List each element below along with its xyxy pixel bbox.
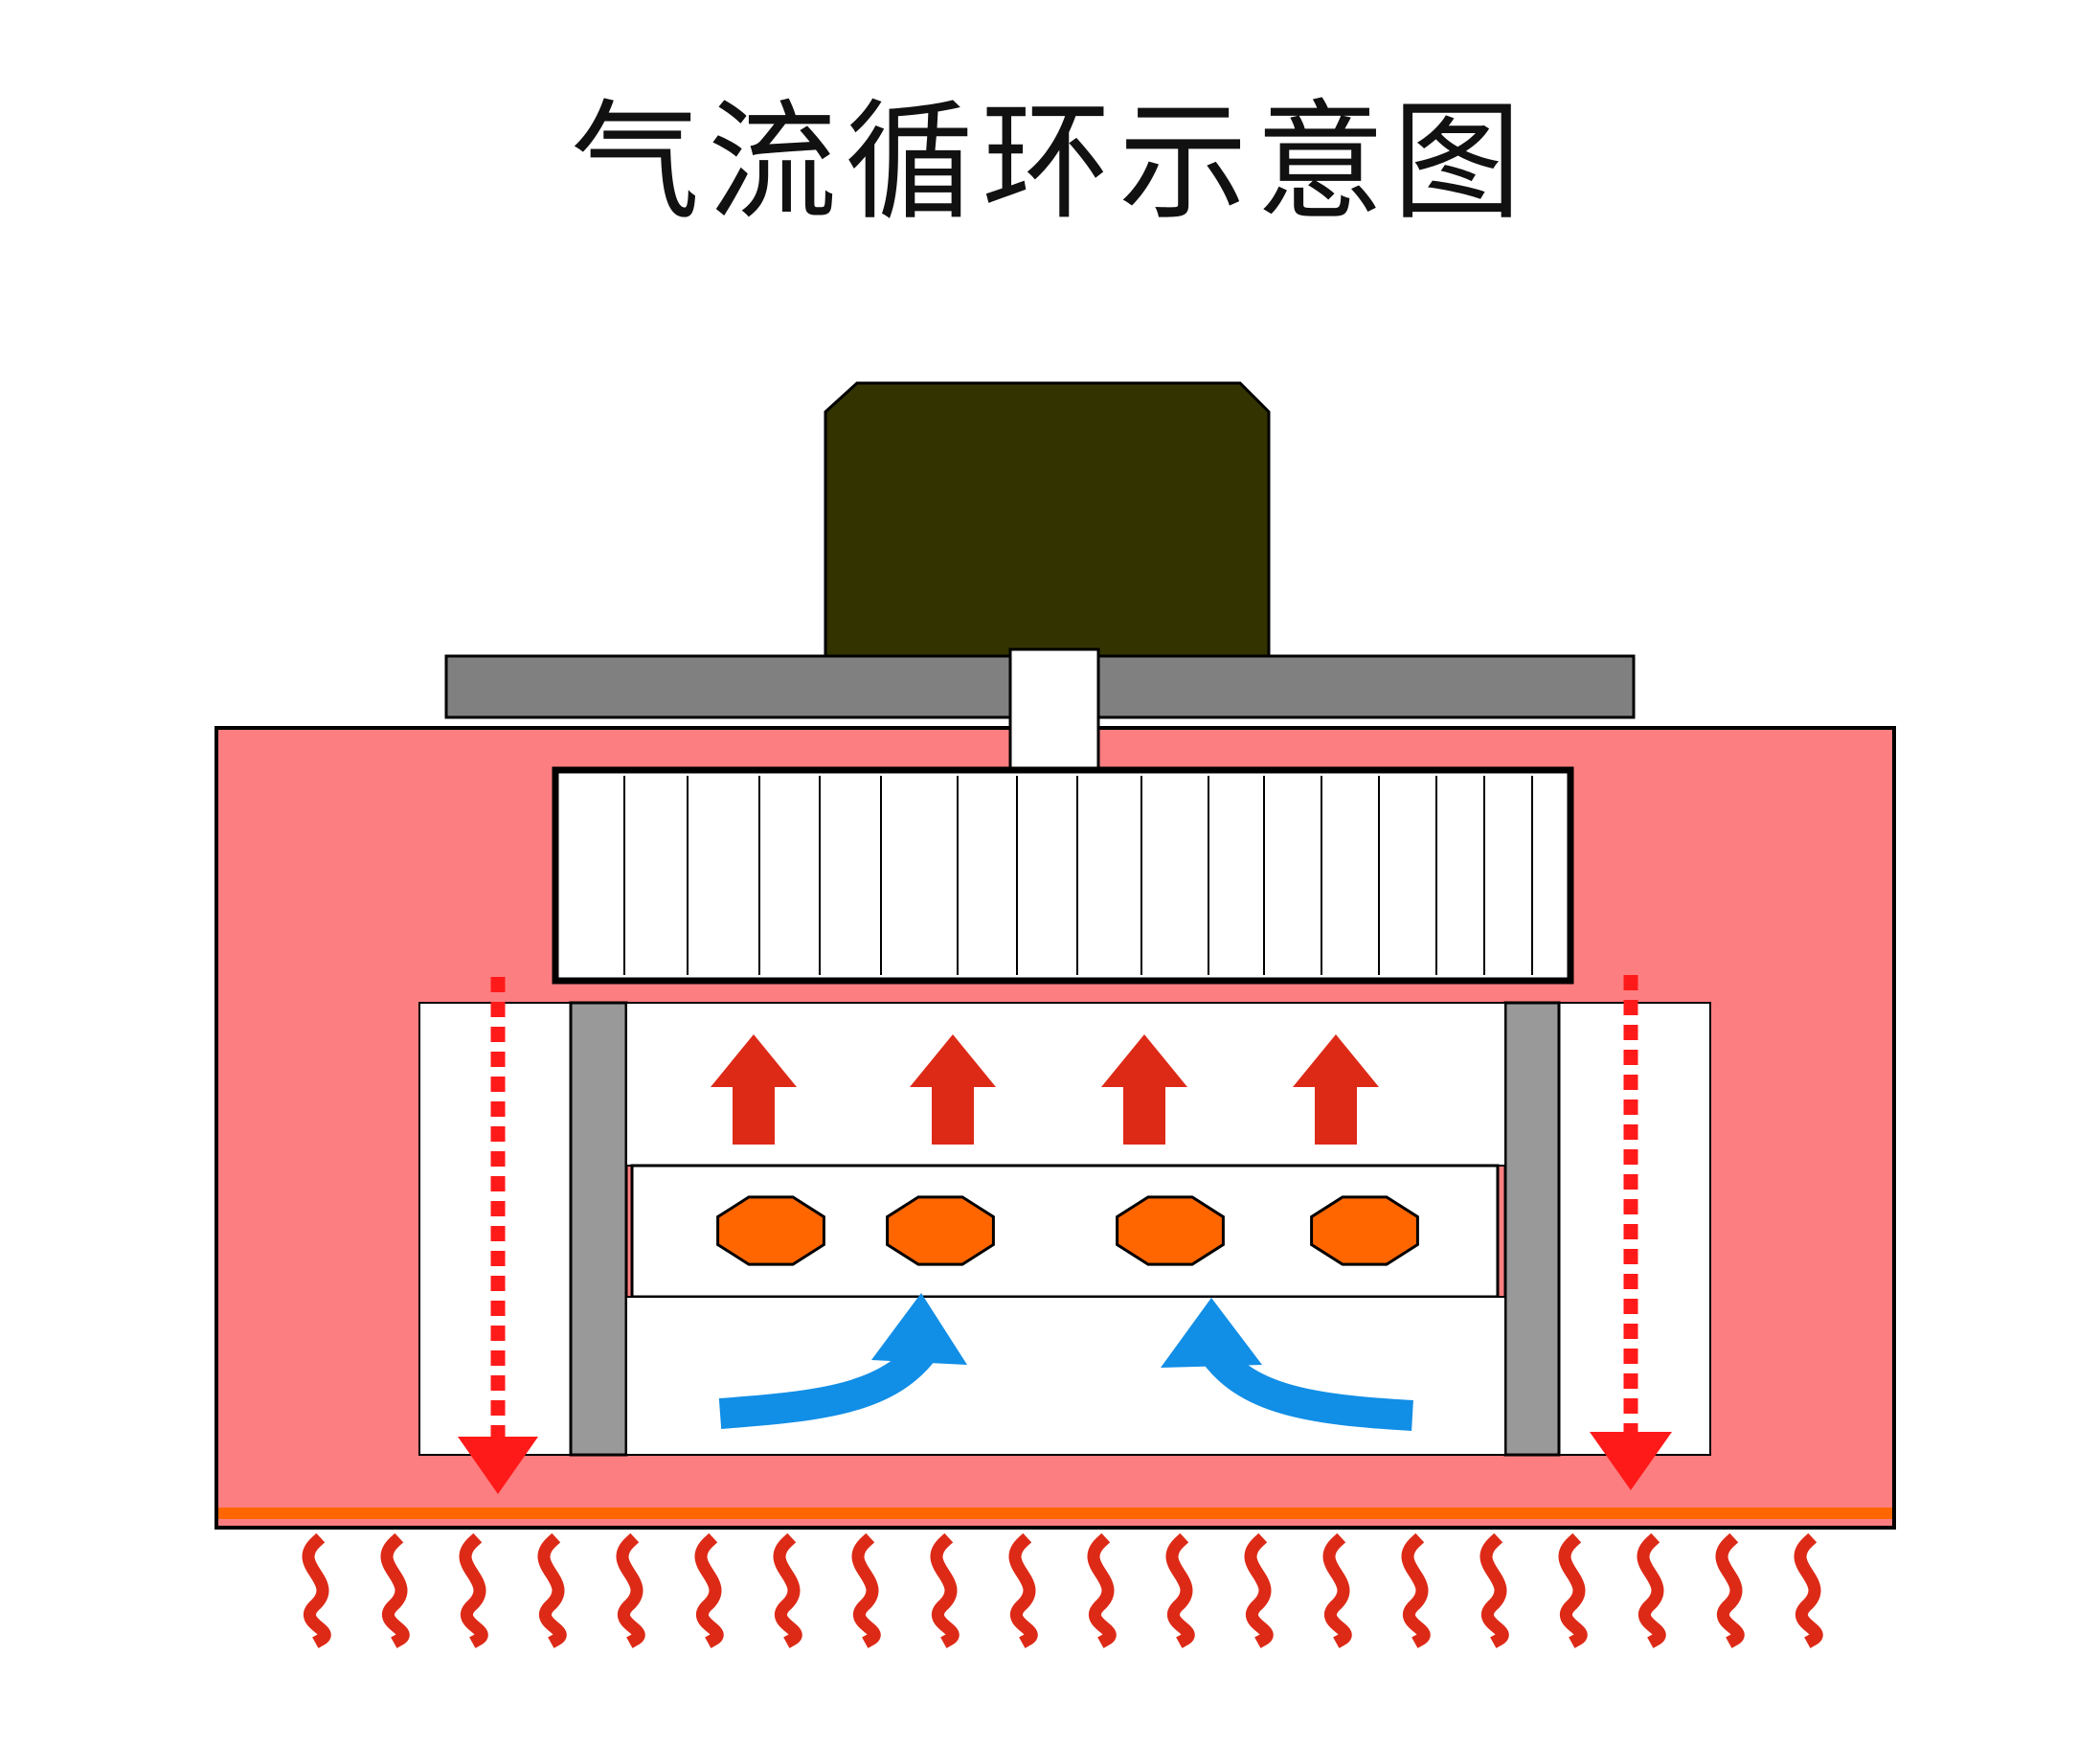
heat-wave (380, 1532, 410, 1648)
up-arrow (1101, 1034, 1187, 1145)
heat-wave (616, 1532, 645, 1648)
heat-wave (930, 1532, 960, 1648)
left-column (569, 1001, 628, 1457)
heat-wave (1479, 1532, 1509, 1648)
down-arrow-left (458, 977, 538, 1494)
heat-wave (1715, 1532, 1745, 1648)
heat-wave (851, 1532, 881, 1648)
heat-wave (302, 1532, 331, 1648)
inflow-arrow-left (718, 1293, 967, 1429)
heat-wave (1558, 1532, 1588, 1648)
down-arrow-right (1590, 975, 1672, 1490)
heat-wave (773, 1532, 802, 1648)
fan-blades (623, 776, 1533, 975)
heat-wave (694, 1532, 724, 1648)
heat-wave (1401, 1532, 1431, 1648)
food-items (716, 1195, 1419, 1266)
heat-waves (302, 1532, 1823, 1648)
right-column (1503, 1001, 1561, 1457)
heat-wave (459, 1532, 488, 1648)
heat-wave (1637, 1532, 1666, 1648)
heat-wave (1322, 1532, 1352, 1648)
motor (824, 381, 1271, 658)
up-arrow (711, 1034, 797, 1145)
heat-wave (1008, 1532, 1038, 1648)
heat-wave (537, 1532, 567, 1648)
up-arrow (1293, 1034, 1379, 1145)
up-arrows (711, 1034, 1379, 1145)
food-item (886, 1195, 995, 1266)
food-item (1310, 1195, 1419, 1266)
up-arrow (910, 1034, 996, 1145)
heat-wave (1794, 1532, 1823, 1648)
heat-strip (218, 1508, 1892, 1519)
food-item (716, 1195, 825, 1266)
air-duct-box (418, 1001, 1711, 1457)
heat-wave (1087, 1532, 1117, 1648)
fan-impeller (552, 766, 1574, 985)
food-item (1116, 1195, 1225, 1266)
motor-shaft (1008, 647, 1100, 772)
heat-wave (1165, 1532, 1195, 1648)
page-title: 气流循环示意图 (571, 87, 1529, 238)
heat-wave (1244, 1532, 1274, 1648)
inflow-arrow-right (1161, 1298, 1413, 1431)
lower-space (625, 1296, 1506, 1456)
